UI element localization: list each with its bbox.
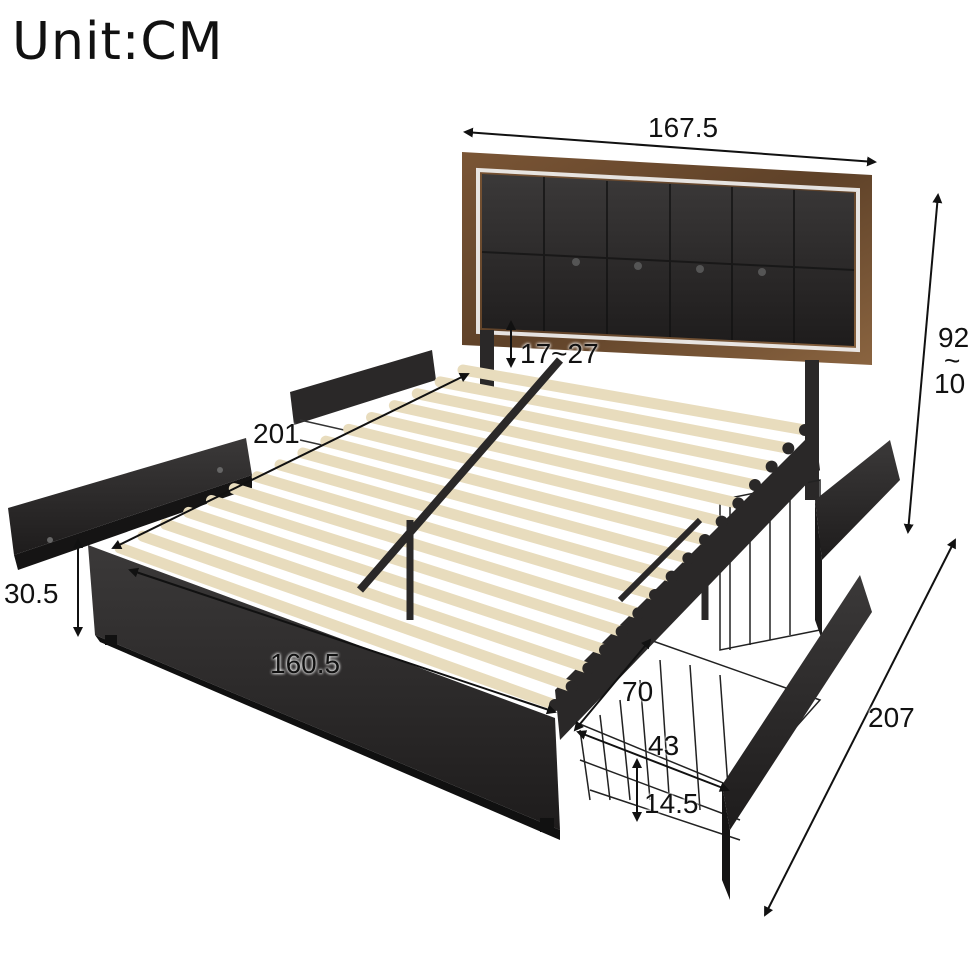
slat-end-cap	[599, 644, 611, 656]
dim-headboard-width: 167.5	[648, 112, 719, 143]
slat-end-cap	[682, 552, 695, 565]
slat-end-cap	[632, 607, 645, 620]
slat-end-cap	[615, 625, 628, 638]
dim-headboard-height-max: 10	[934, 368, 966, 399]
slat-end-cap	[799, 424, 811, 436]
dim-side-length: 201	[253, 418, 300, 449]
headboard	[462, 152, 872, 500]
slat-end-cap	[649, 589, 661, 601]
dim-headboard-height-min: 92	[938, 322, 970, 353]
slat-end-cap	[665, 570, 678, 583]
dimension-lines	[73, 127, 956, 917]
dim-side-height: 30.5	[4, 578, 59, 609]
dim-overall-length: 207	[868, 702, 915, 733]
slat-end-cap	[699, 534, 711, 546]
dim-drawer-height: 14.5	[644, 788, 699, 819]
slat-end-cap	[749, 479, 761, 491]
dim-drawer-depth: 70	[622, 676, 654, 707]
slat	[411, 388, 778, 473]
slat-end-cap	[732, 497, 745, 510]
slat	[457, 364, 811, 436]
unit-label: Unit:CM	[12, 12, 224, 72]
dim-leg-clearance: 17~27	[520, 338, 599, 369]
drawer-right-front	[568, 575, 872, 900]
slat-end-cap	[765, 460, 778, 473]
slat-end-cap	[782, 442, 795, 455]
slat-end-cap	[715, 515, 728, 528]
slat	[434, 376, 794, 454]
bed-frame	[88, 357, 820, 840]
dim-headboard-height-tilde: ~	[944, 345, 961, 376]
dim-inner-width: 160.5	[270, 648, 341, 679]
slat-end-cap	[582, 662, 595, 675]
slat-end-cap	[549, 699, 561, 711]
dim-drawer-width: 43	[648, 730, 680, 761]
slat-end-cap	[565, 680, 578, 693]
